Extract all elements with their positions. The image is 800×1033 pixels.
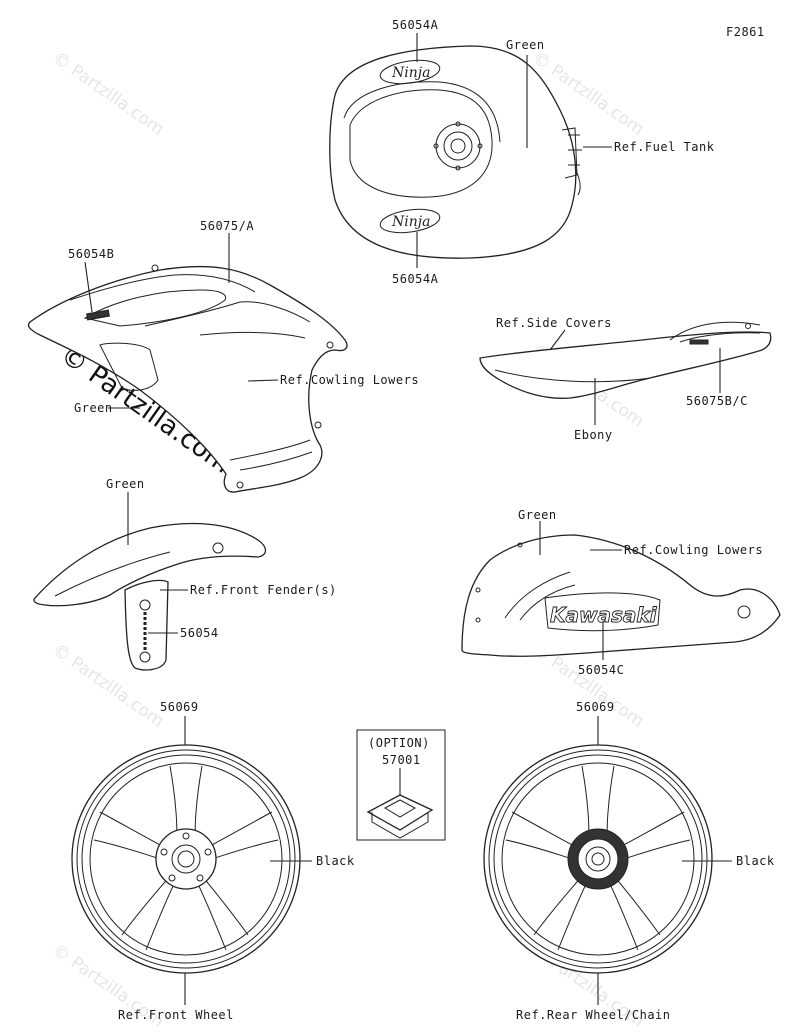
label-cowl-part-b[interactable]: 56054B bbox=[68, 247, 115, 261]
label-ref-fuel-tank[interactable]: Ref.Fuel Tank bbox=[614, 140, 715, 154]
label-ref-front-fender[interactable]: Ref.Front Fender(s) bbox=[190, 583, 337, 597]
lower-cowling-brand: Kawasaki bbox=[550, 603, 658, 627]
label-lower-color: Green bbox=[518, 508, 557, 522]
figure-id: F2861 bbox=[726, 25, 765, 39]
label-ref-rear-wheel[interactable]: Ref.Rear Wheel/Chain bbox=[516, 1008, 671, 1022]
label-side-part[interactable]: 56075B/C bbox=[686, 394, 748, 408]
tank-logo-top: Ninja bbox=[391, 65, 430, 81]
front-fender-drawing bbox=[33, 492, 267, 671]
tank-logo-bottom: Ninja bbox=[391, 214, 430, 230]
label-tank-bottom-part[interactable]: 56054A bbox=[392, 272, 439, 286]
lower-cowling-drawing: Kawasaki bbox=[461, 521, 781, 660]
upper-cowling-drawing bbox=[27, 233, 348, 493]
label-option-part[interactable]: 57001 bbox=[382, 753, 421, 767]
label-lower-part[interactable]: 56054C bbox=[578, 663, 625, 677]
label-fender-part[interactable]: 56054 bbox=[180, 626, 219, 640]
option-box bbox=[356, 729, 446, 841]
label-tank-top-part[interactable]: 56054A bbox=[392, 18, 439, 32]
label-rear-wheel-part[interactable]: 56069 bbox=[576, 700, 615, 714]
label-cowl-part-a[interactable]: 56075/A bbox=[200, 219, 255, 233]
label-front-wheel-color: Black bbox=[316, 854, 355, 868]
label-side-color: Ebony bbox=[574, 428, 613, 442]
label-front-wheel-part[interactable]: 56069 bbox=[160, 700, 199, 714]
label-ref-side-covers[interactable]: Ref.Side Covers bbox=[496, 316, 612, 330]
label-fender-color: Green bbox=[106, 477, 145, 491]
front-wheel-drawing bbox=[71, 716, 312, 1005]
rear-wheel-drawing bbox=[483, 716, 732, 1005]
label-option: (OPTION) bbox=[368, 736, 430, 750]
side-cover-drawing bbox=[479, 321, 772, 425]
label-ref-front-wheel[interactable]: Ref.Front Wheel bbox=[118, 1008, 234, 1022]
fuel-tank-drawing: Ninja Ninja bbox=[329, 33, 612, 268]
label-cowl-color: Green bbox=[74, 401, 113, 415]
label-rear-wheel-color: Black bbox=[736, 854, 775, 868]
label-ref-cowling-lowers-2[interactable]: Ref.Cowling Lowers bbox=[624, 543, 764, 557]
label-tank-color: Green bbox=[506, 38, 545, 52]
label-ref-cowling-lowers-1[interactable]: Ref.Cowling Lowers bbox=[280, 373, 420, 387]
